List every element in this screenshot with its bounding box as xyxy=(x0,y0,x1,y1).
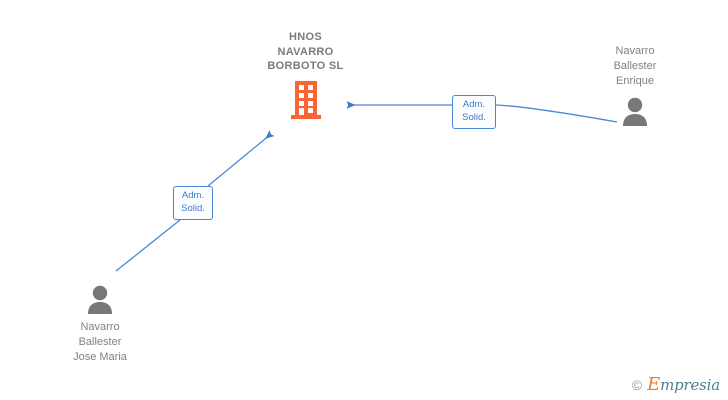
company-title: HNOS NAVARRO BORBOTO SL xyxy=(267,31,344,72)
edge-label-jose-maria[interactable]: Adm. Solid. xyxy=(173,186,213,220)
edge-line-jose-maria xyxy=(115,219,181,272)
edge-line-jose-maria-inner xyxy=(207,130,275,187)
edge-label-enrique[interactable]: Adm. Solid. xyxy=(452,95,496,129)
office-building-icon xyxy=(243,80,368,120)
person-name: Navarro Ballester Enrique xyxy=(613,45,657,87)
person-node-enrique[interactable]: Navarro Ballester Enrique xyxy=(575,44,695,127)
brand-rest: mpresia xyxy=(660,376,720,394)
brand-name: Empresia xyxy=(647,376,720,394)
person-name: Navarro Ballester Jose Maria xyxy=(73,321,127,363)
person-icon xyxy=(575,95,695,127)
person-icon xyxy=(40,283,160,315)
edge-line-enrique xyxy=(495,104,618,123)
company-node[interactable]: HNOS NAVARRO BORBOTO SL xyxy=(243,30,368,120)
empresia-watermark: © Empresia xyxy=(632,376,720,394)
brand-initial: E xyxy=(647,374,661,395)
person-node-jose-maria[interactable]: Navarro Ballester Jose Maria xyxy=(40,283,160,365)
copyright-icon: © xyxy=(631,377,643,393)
